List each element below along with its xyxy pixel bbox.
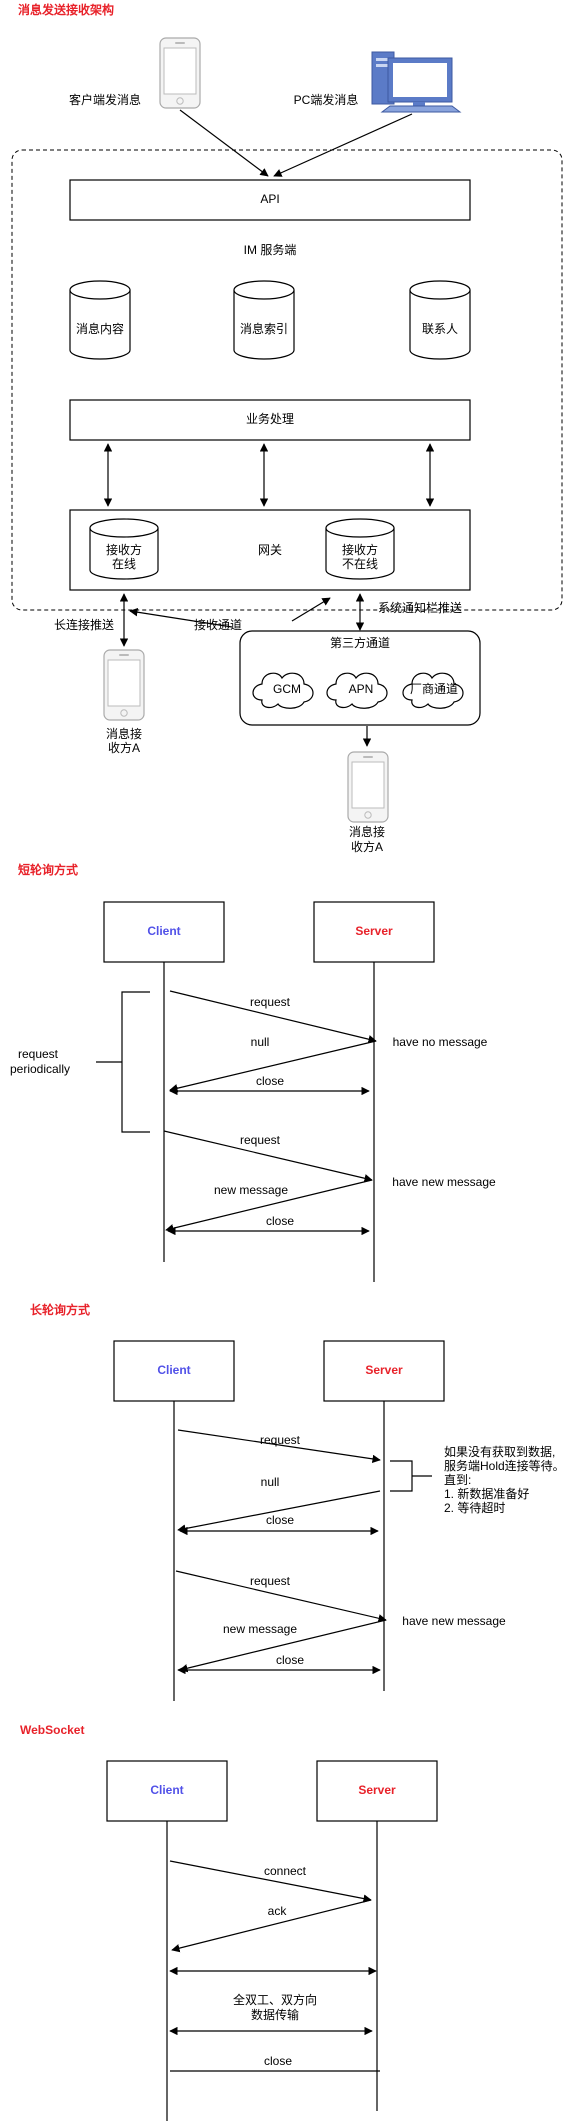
ws-connect-label: connect xyxy=(264,1864,307,1878)
gcm-cloud-icon xyxy=(252,672,314,709)
long-new-message-arrow xyxy=(179,1619,387,1673)
arrow-pc-to-api xyxy=(273,113,413,177)
long-request-arrow-1 xyxy=(177,1429,381,1464)
short-client-label: Client xyxy=(147,924,180,938)
im-server-boundary xyxy=(11,149,563,611)
long-client-box xyxy=(113,1340,235,1402)
long-client-label: Client xyxy=(157,1363,190,1377)
db-contacts-label: 联系人 xyxy=(422,322,458,336)
gateway-label: 网关 xyxy=(258,543,282,557)
long-note-1: 如果没有获取到数据, xyxy=(444,1444,555,1459)
ws-connect-arrow xyxy=(169,1860,372,1903)
ws-client-label: Client xyxy=(150,1783,183,1797)
ws-server-label: Server xyxy=(358,1783,396,1797)
receiver-online-label-2: 在线 xyxy=(112,557,136,571)
long-note-3: 直到: xyxy=(444,1473,471,1487)
ws-ack-label: ack xyxy=(268,1904,288,1918)
short-periodic-bracket xyxy=(121,991,150,1133)
db-content-cylinder xyxy=(69,280,131,360)
db-contacts-cylinder xyxy=(409,280,471,360)
long-hold-bracket xyxy=(390,1460,413,1492)
pc-send-label: PC端发消息 xyxy=(294,92,359,107)
receiver-offline-label-1: 接收方 xyxy=(342,542,378,557)
long-note-4: 1. 新数据准备好 xyxy=(444,1486,529,1501)
vendor-label: 厂商通道 xyxy=(410,681,458,696)
receiver-a-label-1: 消息接 xyxy=(106,726,142,741)
short-periodic-label-1: request xyxy=(18,1047,59,1061)
short-periodic-label-2: periodically xyxy=(10,1062,70,1076)
ws-client-box xyxy=(106,1760,228,1822)
short-request-label-1: request xyxy=(250,995,291,1009)
short-no-message-label: have no message xyxy=(393,1035,488,1049)
business-label: 业务处理 xyxy=(246,411,294,426)
gcm-label: GCM xyxy=(273,682,301,696)
db-content-label: 消息内容 xyxy=(76,321,124,336)
arrow-receive-left xyxy=(129,608,233,628)
short-null-label: null xyxy=(251,1035,270,1049)
short-request-label-2: request xyxy=(240,1133,281,1147)
receiver-b-label-1: 消息接 xyxy=(349,824,385,839)
sys-notify-label: 系统通知栏推送 xyxy=(378,600,462,615)
short-request-arrow-1 xyxy=(169,990,377,1044)
client-phone-icon xyxy=(159,37,201,109)
long-request-label-1: request xyxy=(260,1433,301,1447)
client-send-label: 客户端发消息 xyxy=(69,92,141,107)
ws-duplex-label-2: 数据传输 xyxy=(251,2007,299,2022)
long-close-label-2: close xyxy=(276,1653,304,1667)
long-note-2: 服务端Hold连接等待。 xyxy=(444,1458,565,1473)
im-server-label: IM 服务端 xyxy=(244,242,297,257)
receiver-a-phone-icon xyxy=(103,649,145,721)
short-request-arrow-2 xyxy=(163,1130,373,1183)
long-request-arrow-2 xyxy=(175,1570,387,1623)
short-close-label-1: close xyxy=(256,1074,284,1088)
long-poll-section-title: 长轮询方式 xyxy=(30,1302,90,1317)
db-index-cylinder xyxy=(233,280,295,360)
ws-duplex-label-1: 全双工、双方向 xyxy=(233,1992,317,2007)
third-party-label: 第三方通道 xyxy=(330,635,390,650)
short-have-new-label: have new message xyxy=(392,1175,496,1189)
long-new-message-label: new message xyxy=(223,1622,297,1636)
ws-close-label: close xyxy=(264,2054,292,2068)
receive-channel-label: 接收通道 xyxy=(194,617,242,632)
short-server-box xyxy=(313,901,435,963)
vendor-cloud-icon xyxy=(402,672,464,709)
short-close-label-2: close xyxy=(266,1214,294,1228)
long-null-label: null xyxy=(261,1475,280,1489)
arch-section-title: 消息发送接收架构 xyxy=(18,2,114,17)
receiver-online-label-1: 接收方 xyxy=(106,542,142,557)
ws-ack-arrow xyxy=(171,1899,372,1953)
short-new-message-label: new message xyxy=(214,1183,288,1197)
arrow-receive-right xyxy=(291,597,331,622)
receiver-offline-label-2: 不在线 xyxy=(342,557,378,571)
arrow-client-to-api xyxy=(179,109,269,177)
api-label: API xyxy=(260,192,279,206)
long-have-new-label: have new message xyxy=(402,1614,506,1628)
long-note-5: 2. 等待超时 xyxy=(444,1500,505,1515)
websocket-section-title: WebSocket xyxy=(20,1723,84,1737)
long-server-label: Server xyxy=(365,1363,403,1377)
receiver-b-label-2: 收方A xyxy=(351,839,383,854)
apn-cloud-icon xyxy=(326,672,388,709)
short-server-label: Server xyxy=(355,924,393,938)
ws-server-box xyxy=(316,1760,438,1822)
receiver-offline-cylinder xyxy=(325,518,395,580)
long-close-label-1: close xyxy=(266,1513,294,1527)
long-server-box xyxy=(323,1340,445,1402)
db-index-label: 消息索引 xyxy=(240,321,288,336)
apn-label: APN xyxy=(349,682,374,696)
long-request-label-2: request xyxy=(250,1574,291,1588)
api-box xyxy=(69,179,471,221)
short-poll-section-title: 短轮询方式 xyxy=(18,862,78,877)
long-null-arrow xyxy=(177,1490,381,1533)
pc-icon xyxy=(371,51,462,113)
receiver-a-label-2: 收方A xyxy=(108,740,140,755)
short-null-arrow xyxy=(169,1040,377,1093)
receiver-b-phone-icon xyxy=(347,751,389,823)
long-conn-push-label: 长连接推送 xyxy=(54,617,114,632)
receiver-online-cylinder xyxy=(89,518,159,580)
short-new-message-arrow xyxy=(165,1179,373,1233)
business-box xyxy=(69,399,471,441)
